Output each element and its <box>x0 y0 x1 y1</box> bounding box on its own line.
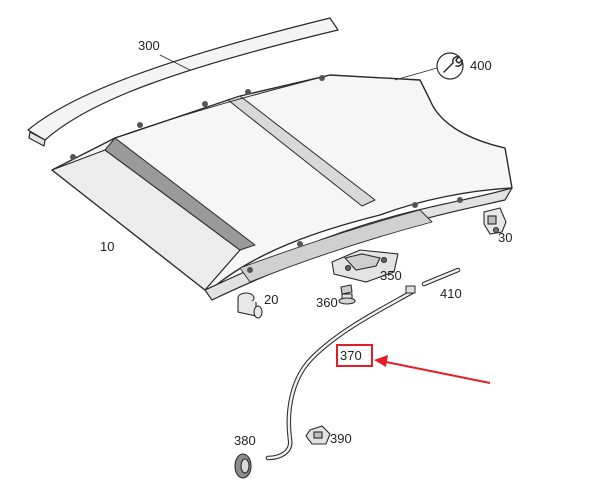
hinge-bracket-30 <box>483 207 507 235</box>
stop-20 <box>237 292 263 319</box>
wrench-icon <box>436 52 464 80</box>
grommet-380 <box>234 453 252 479</box>
label-390: 390 <box>330 431 352 446</box>
label-400: 400 <box>470 58 492 73</box>
trunk-lid-10 <box>51 74 513 301</box>
label-410: 410 <box>440 286 462 301</box>
lock-bracket-350 <box>331 249 399 283</box>
label-300: 300 <box>138 38 160 53</box>
label-20: 20 <box>264 292 278 307</box>
label-350: 350 <box>380 268 402 283</box>
label-10: 10 <box>100 239 114 254</box>
highlight-arrow <box>374 355 491 384</box>
label-370: 370 <box>340 348 362 363</box>
bolt-360 <box>338 284 356 305</box>
rod-410 <box>421 267 461 287</box>
leader-lines <box>159 54 438 81</box>
label-30: 30 <box>498 230 512 245</box>
trim-strip-300 <box>27 17 339 147</box>
label-380: 380 <box>234 433 256 448</box>
cable-370 <box>265 285 416 461</box>
label-360: 360 <box>316 295 338 310</box>
highlight-box-370 <box>336 344 373 367</box>
clip-390 <box>305 425 331 445</box>
